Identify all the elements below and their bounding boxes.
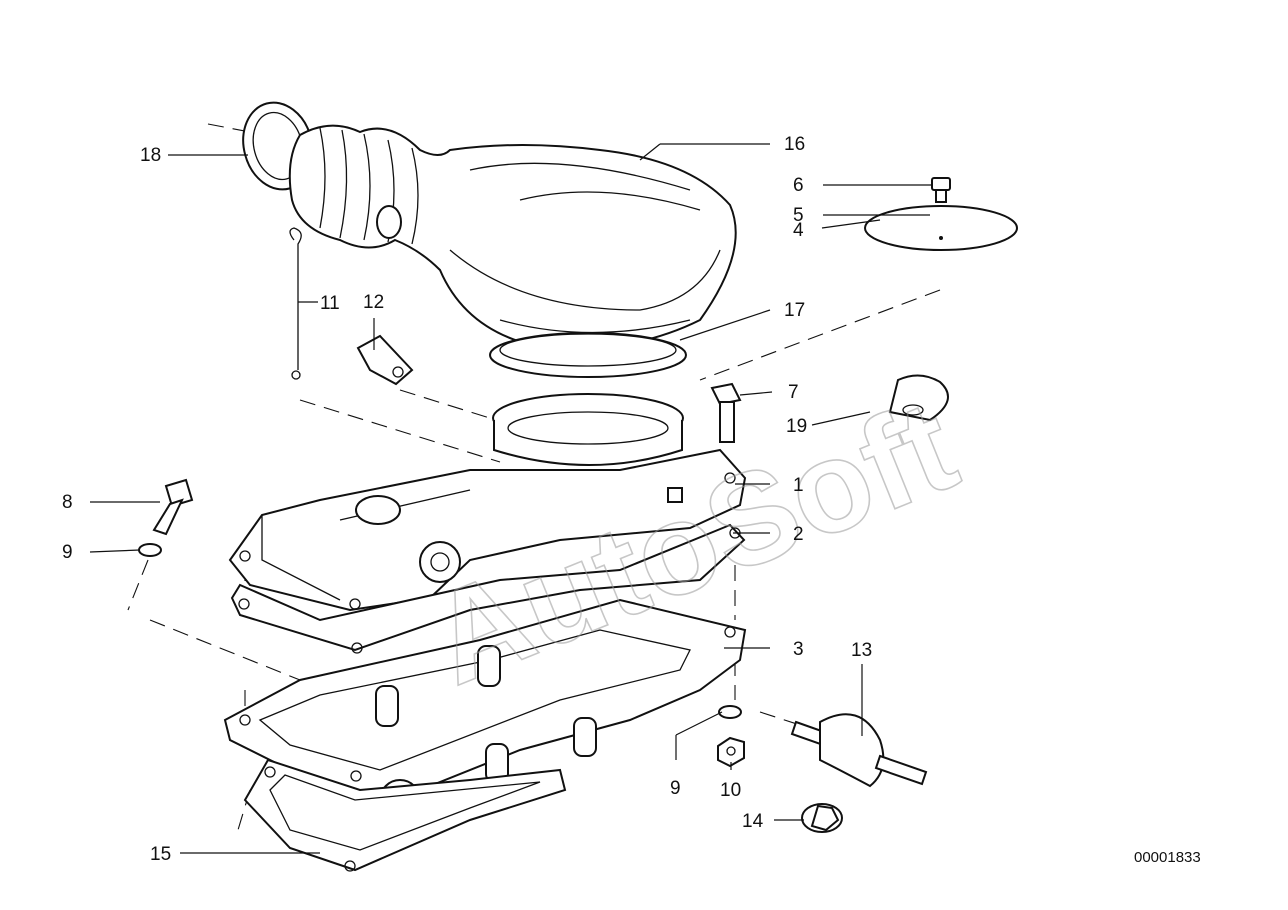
part-8-bolt [152, 478, 194, 536]
callout-14: 14 [742, 811, 764, 832]
callout-numbers: 1 2 3 4 5 6 7 8 9 9 10 11 12 13 14 15 16… [62, 134, 872, 865]
part-16-intake-bellows-housing [288, 124, 737, 352]
part-6-screw [931, 177, 951, 203]
callout-17: 17 [784, 300, 805, 321]
callout-10: 10 [720, 780, 741, 801]
part-13-rubber-mount [790, 713, 928, 788]
callout-13: 13 [851, 640, 872, 661]
part-11-retaining-pin [289, 227, 302, 380]
part-7-bolt [710, 382, 742, 443]
diagram-reference-number: 00001833 [1134, 849, 1201, 866]
callout-7: 7 [788, 382, 799, 403]
callout-5: 5 [793, 205, 804, 226]
part-12-bracket [356, 334, 414, 386]
callout-19: 19 [786, 416, 807, 437]
callout-12: 12 [363, 292, 384, 313]
callout-11: 11 [320, 293, 340, 314]
callout-15: 15 [150, 844, 171, 865]
callout-16: 16 [784, 134, 805, 155]
part-2-gasket [230, 523, 746, 654]
callout-18: 18 [140, 145, 161, 166]
callout-leader-lines [89, 143, 932, 854]
part-15-bottom-gasket [243, 758, 567, 872]
part-4-cover-disc [864, 205, 1018, 251]
callout-8: 8 [62, 492, 73, 513]
part-19-clip [888, 374, 949, 422]
callout-9-left: 9 [62, 542, 73, 563]
part-9-washer-right [718, 705, 742, 719]
callout-3: 3 [793, 639, 804, 660]
part-9-washer-left [138, 543, 162, 557]
part-14-flange-nut [801, 803, 843, 833]
callout-2: 2 [793, 524, 804, 545]
callout-4: 4 [793, 220, 804, 241]
callout-6: 6 [793, 175, 804, 196]
part-10-nut [717, 736, 745, 768]
callout-1: 1 [793, 475, 804, 496]
part-1-upper-housing [228, 393, 747, 612]
callout-9-right: 9 [670, 778, 681, 799]
part-17-seal-ring [489, 332, 687, 378]
